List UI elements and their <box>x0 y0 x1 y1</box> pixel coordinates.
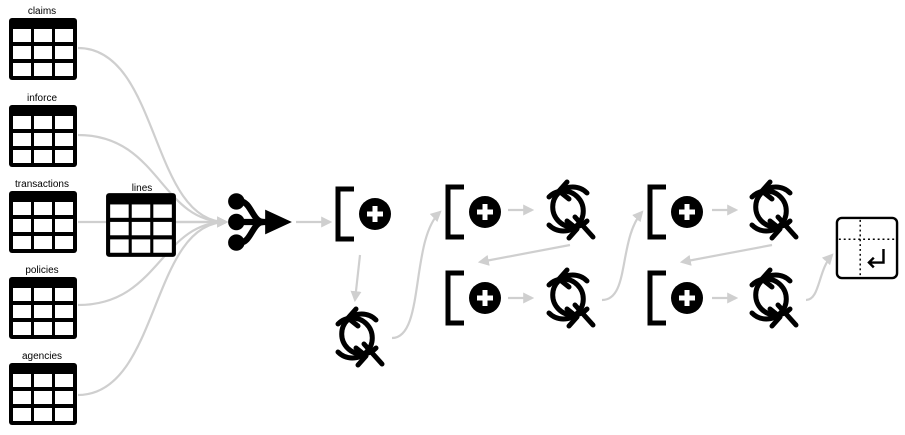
node-add-column-5[interactable] <box>650 273 703 323</box>
node-add-column-2[interactable] <box>448 187 501 237</box>
node-add-column-4[interactable] <box>650 187 703 237</box>
add-column-icon <box>448 187 501 237</box>
source-label-claims: claims <box>28 6 56 17</box>
source-agencies[interactable]: agencies <box>9 351 77 425</box>
node-search-replace-4[interactable] <box>752 182 796 238</box>
table-icon <box>9 363 77 425</box>
source-label-lines: lines <box>132 183 153 194</box>
node-add-column-1[interactable] <box>338 189 391 239</box>
node-search-replace-1[interactable] <box>338 309 382 365</box>
node-search-replace-2[interactable] <box>549 182 593 238</box>
source-inforce[interactable]: inforce <box>9 93 77 167</box>
search-replace-icon <box>549 270 593 326</box>
edge-inforce-union <box>77 133 229 228</box>
add-column-icon <box>650 187 703 237</box>
search-replace-icon <box>338 309 382 365</box>
add-column-icon <box>650 273 703 323</box>
output-table-icon <box>835 216 899 280</box>
node-search-replace-3[interactable] <box>549 270 593 326</box>
source-label-policies: policies <box>25 265 58 276</box>
edge-policies-union <box>77 216 229 307</box>
edge-add1-search1 <box>350 254 362 303</box>
source-claims[interactable]: claims <box>9 6 77 80</box>
node-output[interactable] <box>835 216 899 280</box>
edge-search4-add5 <box>679 243 773 266</box>
search-replace-icon <box>752 270 796 326</box>
source-lines[interactable]: lines <box>106 183 176 257</box>
edge-search2-add3 <box>477 243 571 266</box>
source-label-transactions: transactions <box>15 179 69 190</box>
edge-search5-output <box>805 253 834 302</box>
add-column-icon <box>338 189 391 239</box>
merge-icon <box>228 193 292 251</box>
table-icon <box>9 277 77 339</box>
node-union[interactable] <box>228 193 292 251</box>
node-add-column-3[interactable] <box>448 273 501 323</box>
table-icon <box>9 105 77 167</box>
node-search-replace-5[interactable] <box>752 270 796 326</box>
source-transactions[interactable]: transactions <box>9 179 77 253</box>
table-icon <box>9 191 77 253</box>
search-replace-icon <box>549 182 593 238</box>
edge-claims-union <box>77 46 229 228</box>
edge-search3-add4 <box>601 210 644 302</box>
edge-agencies-union <box>77 216 229 397</box>
source-label-inforce: inforce <box>27 93 57 104</box>
search-replace-icon <box>752 182 796 238</box>
table-icon <box>9 18 77 80</box>
add-column-icon <box>448 273 501 323</box>
source-policies[interactable]: policies <box>9 265 77 339</box>
source-label-agencies: agencies <box>22 351 62 362</box>
edge-search1-add2 <box>391 210 442 340</box>
edges <box>77 46 834 397</box>
table-icon <box>106 193 176 257</box>
